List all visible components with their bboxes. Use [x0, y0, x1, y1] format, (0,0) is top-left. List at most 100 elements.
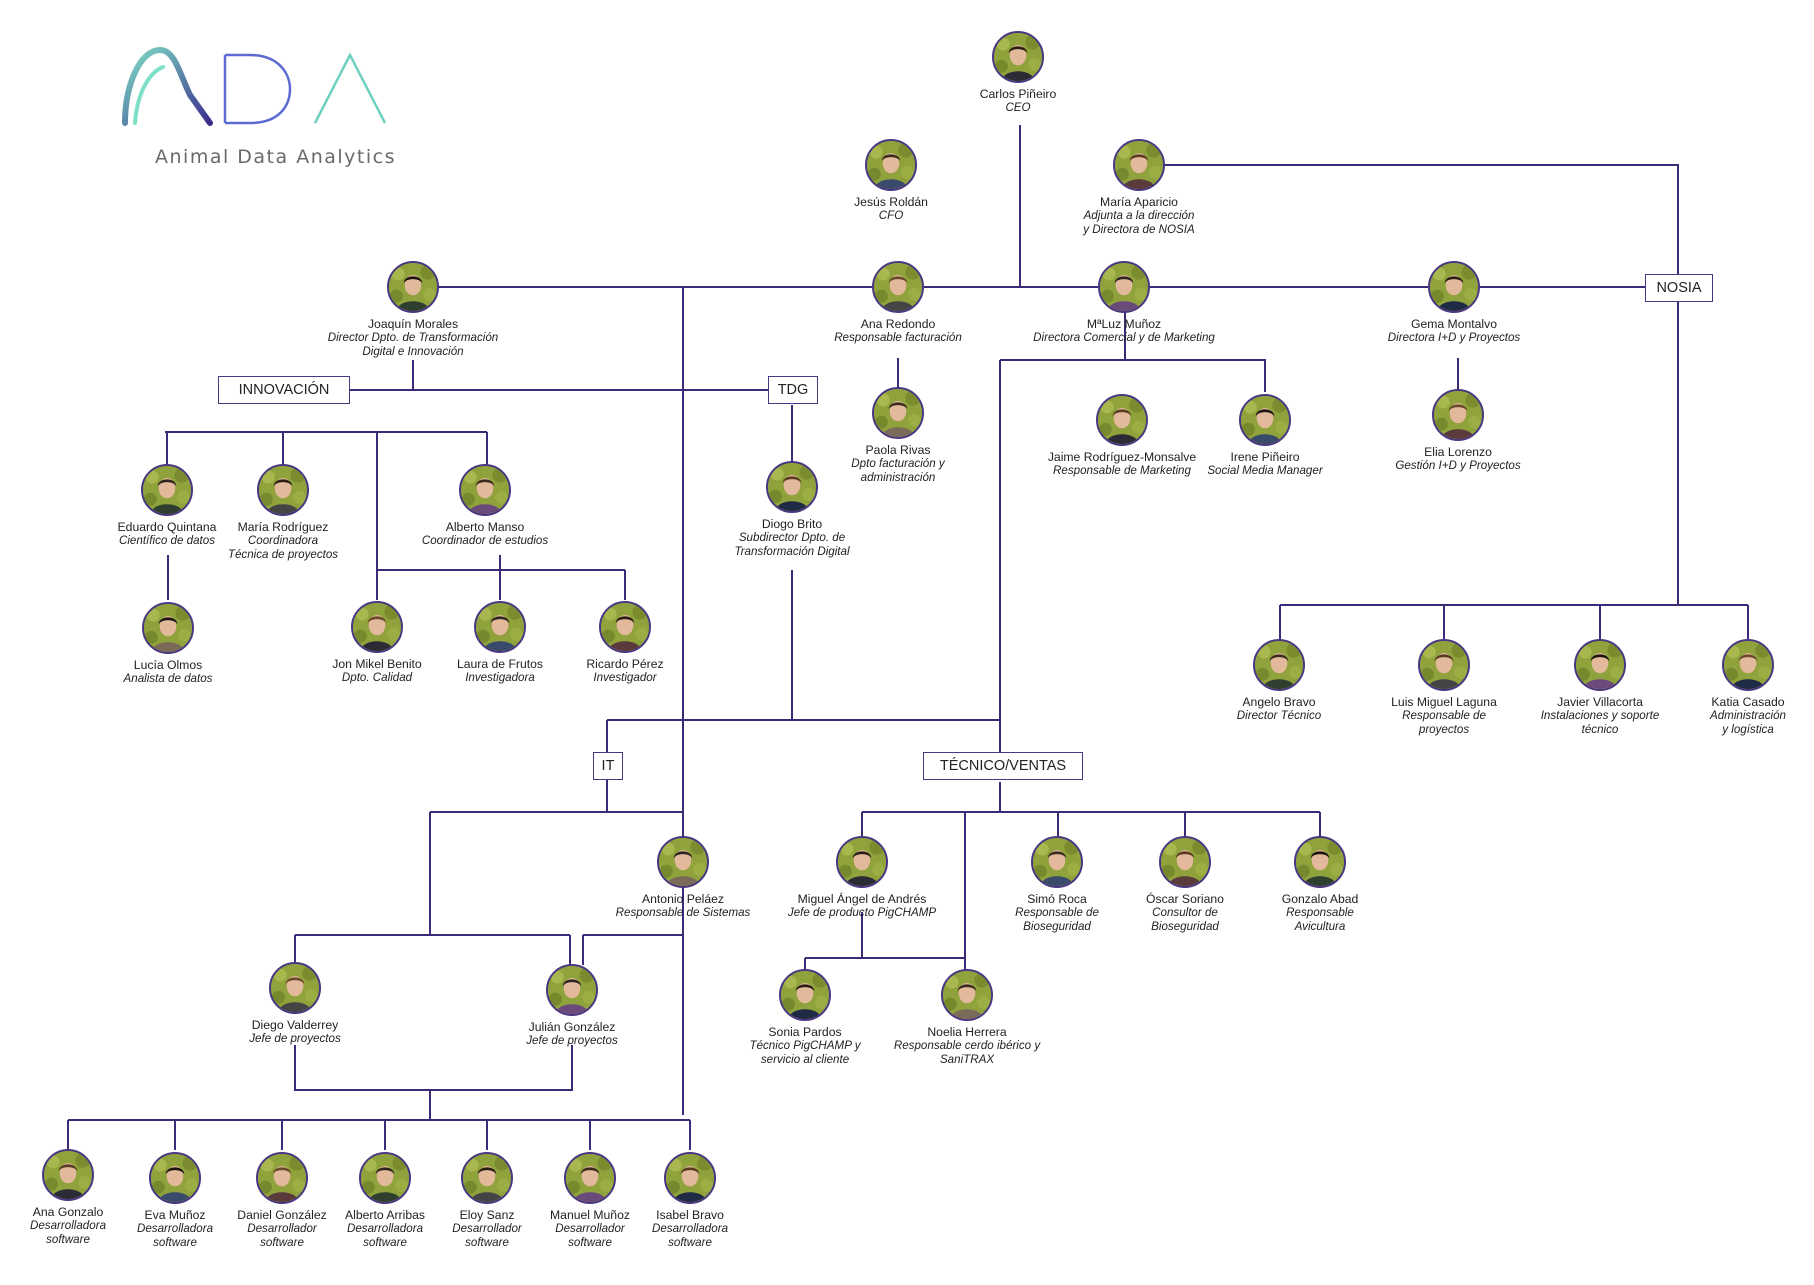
person-role: Investigador: [593, 671, 657, 684]
person-role: Desarrolladora: [651, 1222, 729, 1235]
person-role: Digital e Innovación: [362, 345, 464, 358]
person-name: Gonzalo Abad: [1281, 892, 1359, 906]
person-role: técnico: [1581, 723, 1619, 736]
person-name: Carlos Piñeiro: [979, 87, 1057, 101]
person-role: Dpto facturación y: [851, 457, 945, 470]
dept-tecnico-ventas: TÉCNICO/VENTAS: [923, 752, 1083, 780]
avatar-katia: [1722, 639, 1774, 691]
person-role: Dpto. Calidad: [341, 671, 413, 684]
person-role: software: [46, 1233, 90, 1246]
avatar-diego-v: [269, 962, 321, 1014]
person-role: Consultor de: [1152, 906, 1218, 919]
avatar-eloy: [461, 1152, 513, 1204]
person-name: Alberto Manso: [445, 520, 525, 534]
person-name: Irene Piñeiro: [1230, 450, 1300, 464]
person-name: Eduardo Quintana: [117, 520, 217, 534]
avatar-simo: [1031, 836, 1083, 888]
person-name: Luis Miguel Laguna: [1391, 695, 1497, 709]
avatar-eva: [149, 1152, 201, 1204]
person-role: Técnico PigCHAMP y: [749, 1039, 861, 1052]
person-role: Desarrolladora: [136, 1222, 214, 1235]
person-role: Desarrollador: [247, 1222, 317, 1235]
person-role: Desarrollador: [452, 1222, 522, 1235]
person-role: Social Media Manager: [1207, 464, 1323, 477]
person-role: Director Dpto. de Transformación: [327, 331, 499, 344]
person-role: Jefe de proyectos: [526, 1034, 618, 1047]
person-name: Eloy Sanz: [459, 1208, 515, 1222]
ada-logo: [115, 45, 395, 175]
person-name: Paola Rivas: [865, 443, 931, 457]
avatar-mluz: [1098, 261, 1150, 313]
person-name: Jesús Roldán: [854, 195, 928, 209]
person-name: Diego Valderrey: [251, 1018, 339, 1032]
person-name: Angelo Bravo: [1242, 695, 1316, 709]
person-role: Desarrolladora: [29, 1219, 107, 1232]
person-role: administración: [860, 471, 936, 484]
person-name: Jon Mikel Benito: [332, 657, 422, 671]
person-name: Noelia Herrera: [927, 1025, 1007, 1039]
person-role: software: [363, 1236, 407, 1249]
avatar-ricardo: [599, 601, 651, 653]
avatar-gonzalo: [1294, 836, 1346, 888]
avatar-maria-r: [257, 464, 309, 516]
person-name: Julián González: [528, 1020, 616, 1034]
dept-tdg: TDG: [768, 376, 818, 404]
person-role: Directora Comercial y de Marketing: [1033, 331, 1215, 344]
avatar-elia: [1432, 389, 1484, 441]
avatar-antonio: [657, 836, 709, 888]
person-role: y Directora de NOSIA: [1083, 223, 1195, 236]
person-role: software: [465, 1236, 509, 1249]
person-role: proyectos: [1418, 723, 1470, 736]
avatar-ana-r: [872, 261, 924, 313]
person-role: Administración: [1709, 709, 1787, 722]
person-name: Miguel Ángel de Andrés: [797, 892, 927, 906]
person-role: Responsable cerdo ibérico y: [893, 1039, 1041, 1052]
person-name: Isabel Bravo: [656, 1208, 724, 1222]
person-role: Adjunta a la dirección: [1083, 209, 1195, 222]
person-name: Manuel Muñoz: [550, 1208, 630, 1222]
person-name: Diogo Brito: [761, 517, 823, 531]
avatar-alberto-m: [459, 464, 511, 516]
person-name: María Rodríguez: [237, 520, 329, 534]
avatar-angelo: [1253, 639, 1305, 691]
person-role: software: [260, 1236, 304, 1249]
avatar-eduardo: [141, 464, 193, 516]
person-name: María Aparicio: [1100, 195, 1178, 209]
person-name: Ana Redondo: [860, 317, 936, 331]
avatar-javier: [1574, 639, 1626, 691]
person-role: Bioseguridad: [1151, 920, 1219, 933]
dept-nosia: NOSIA: [1645, 274, 1713, 302]
person-role: Directora I+D y Proyectos: [1387, 331, 1521, 344]
person-role: Responsable de: [1015, 906, 1099, 919]
person-name: Ana Gonzalo: [32, 1205, 104, 1219]
person-name: Joaquín Morales: [367, 317, 459, 331]
person-name: Laura de Frutos: [456, 657, 544, 671]
person-role: Responsable: [1286, 906, 1354, 919]
person-role: Científico de datos: [118, 534, 216, 547]
person-role: Responsable de Marketing: [1053, 464, 1191, 477]
person-role: Responsable facturación: [834, 331, 962, 344]
person-role: Desarrollador: [555, 1222, 625, 1235]
avatar-joaquin: [387, 261, 439, 313]
person-role: Gestión I+D y Proyectos: [1395, 459, 1521, 472]
avatar-daniel: [256, 1152, 308, 1204]
person-role: Coordinadora: [247, 534, 319, 547]
person-name: Lucía Olmos: [133, 658, 203, 672]
avatar-jon: [351, 601, 403, 653]
avatar-isabel: [664, 1152, 716, 1204]
avatar-ana-g: [42, 1149, 94, 1201]
avatar-manuel: [564, 1152, 616, 1204]
person-name: Elia Lorenzo: [1424, 445, 1492, 459]
avatar-miguel: [836, 836, 888, 888]
person-role: Instalaciones y soporte: [1540, 709, 1660, 722]
avatar-noelia: [941, 969, 993, 1021]
avatar-luis: [1418, 639, 1470, 691]
person-name: Sonia Pardos: [768, 1025, 842, 1039]
person-role: y logística: [1722, 723, 1774, 736]
avatar-gema: [1428, 261, 1480, 313]
person-name: Simó Roca: [1027, 892, 1087, 906]
person-role: software: [153, 1236, 197, 1249]
avatar-maria-a: [1113, 139, 1165, 191]
person-name: Eva Muñoz: [144, 1208, 206, 1222]
